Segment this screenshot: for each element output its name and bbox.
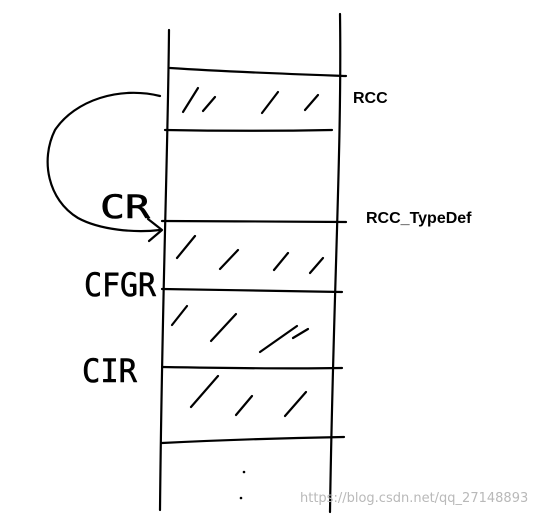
- boundary-cir-bottom: [160, 435, 346, 445]
- boundary-rcc-typedef: [160, 219, 348, 224]
- hatch-cfgr: [170, 304, 310, 354]
- pointer-arrow-curve: [46, 91, 162, 233]
- column-left-wall: [158, 28, 171, 512]
- boundary-cr-cfgr: [160, 287, 344, 294]
- ink-dot: [239, 496, 243, 500]
- label-rcc-typedef: RCC_TypeDef: [366, 210, 472, 227]
- label-cir: CIR: [82, 352, 138, 390]
- watermark-text: https://blog.csdn.net/qq_27148893: [300, 491, 529, 506]
- pointer-arrowhead-icon: [146, 217, 164, 243]
- boundary-cfgr-cir: [160, 365, 344, 370]
- ink-dot: [242, 470, 246, 474]
- label-cfgr: CFGR: [84, 266, 157, 304]
- hatch-cr: [175, 234, 325, 275]
- column-right-wall: [328, 12, 342, 514]
- label-cr: CR: [100, 188, 151, 226]
- boundary-rcc-top: [168, 66, 348, 78]
- hatch-cir: [189, 374, 308, 418]
- boundary-rcc-bottom: [163, 128, 334, 132]
- hatch-rcc: [181, 86, 320, 115]
- label-rcc: RCC: [353, 90, 388, 107]
